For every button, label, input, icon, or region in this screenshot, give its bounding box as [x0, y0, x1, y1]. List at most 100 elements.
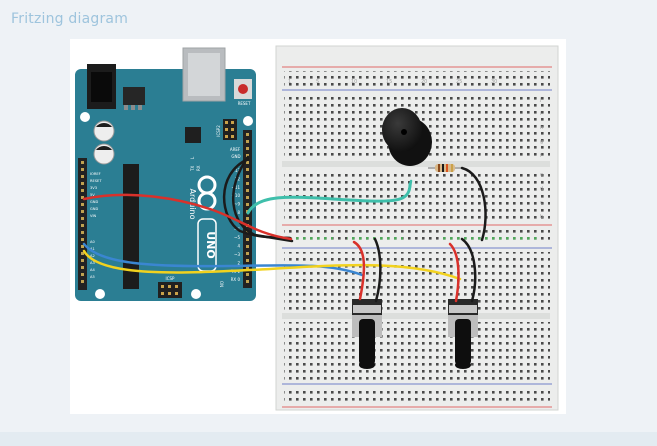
wire-black[interactable]	[231, 155, 294, 243]
header-pin	[246, 133, 249, 136]
header-pin	[246, 203, 249, 206]
header-pin	[246, 217, 249, 220]
row-letter: e	[540, 172, 543, 178]
digital-pin-label: 8	[237, 210, 240, 215]
digital-pin-label: ~5	[234, 235, 240, 240]
power-pin-label: 5V	[90, 193, 95, 197]
header-pin	[246, 252, 249, 255]
header-pin	[246, 273, 249, 276]
column-number: 25	[456, 79, 462, 85]
row-letter: b	[540, 214, 543, 220]
column-number: 15	[386, 79, 392, 85]
header-pin	[246, 140, 249, 143]
header-pin	[81, 266, 84, 269]
row-letter: d	[540, 186, 543, 192]
header-pin	[81, 252, 84, 255]
digital-pin-label: 13	[235, 168, 241, 173]
header-pin	[246, 175, 249, 178]
potentiometer-right	[448, 299, 478, 369]
footer-bar	[0, 432, 657, 446]
icsp-label: ICSP	[166, 276, 176, 281]
power-pin-label: GND	[90, 207, 98, 211]
row-letter: c	[540, 200, 543, 206]
aref-label: AREF	[230, 147, 241, 152]
column-number: 20	[421, 79, 427, 85]
row-letter: f	[540, 153, 542, 159]
column-number: 30	[491, 79, 497, 85]
analog-pin-label: A1	[90, 247, 95, 251]
power-pin-label: 3V3	[90, 186, 97, 190]
resistor	[428, 164, 462, 172]
header-pin	[81, 189, 84, 192]
header-pin	[81, 161, 84, 164]
header-pin	[246, 259, 249, 262]
header-pin	[81, 280, 84, 283]
wire-teal[interactable]	[246, 182, 412, 215]
wire-black[interactable]	[460, 237, 477, 303]
column-number: 10	[351, 79, 357, 85]
diagram-frame: 1 5 10 15 20 25 30 j i h g f e d c b	[70, 39, 566, 414]
row-letter: i	[540, 111, 541, 117]
column-number: 5	[316, 79, 319, 85]
wire-red[interactable]	[352, 240, 366, 301]
header-pin	[246, 238, 249, 241]
row-letter: h	[540, 125, 543, 131]
power-pin-label: GND	[90, 200, 98, 204]
reset-label: RESET	[238, 101, 251, 106]
analog-pin-label: A3	[90, 261, 95, 265]
header-pin	[81, 196, 84, 199]
power-pin-label: RESET	[90, 179, 102, 183]
power-pin-label: VIN	[90, 214, 97, 218]
gnd-label: GND	[231, 154, 240, 159]
header-pin	[246, 189, 249, 192]
analog-pin-label: A5	[90, 275, 95, 279]
column-number: 1	[288, 79, 291, 85]
header-pin	[81, 217, 84, 220]
wire-yellow[interactable]	[82, 249, 462, 281]
wire-teal[interactable]	[408, 179, 413, 189]
header-pin	[81, 245, 84, 248]
header-pin	[246, 182, 249, 185]
header-pin	[246, 280, 249, 283]
wire-blue[interactable]	[82, 242, 364, 277]
header-pin	[81, 259, 84, 262]
circuit-diagram: 1 5 10 15 20 25 30 j i h g f e d c b	[75, 45, 559, 411]
digital-pin-label: 4	[237, 244, 240, 249]
digital-pin-label: RX 0	[231, 277, 241, 282]
header-pin	[246, 168, 249, 171]
header-pin	[81, 182, 84, 185]
row-letter: j	[539, 97, 541, 103]
wire-red[interactable]	[448, 242, 460, 303]
rx-label: RX	[196, 165, 201, 171]
icsp2-label: ICSP2	[216, 125, 221, 137]
digital-pin-label: 2	[237, 260, 240, 265]
analog-pin-label: A2	[90, 254, 95, 258]
wire-red[interactable]	[82, 193, 293, 241]
wire-black[interactable]	[373, 237, 382, 303]
header-pin	[81, 224, 84, 227]
page-title: Fritzing diagram	[11, 11, 129, 27]
header-pin	[81, 210, 84, 213]
digital-pin-label: ~10	[232, 193, 241, 198]
header-pin	[246, 161, 249, 164]
power-pin-label: IOREF	[90, 172, 101, 176]
header-pin	[81, 175, 84, 178]
header-pin	[246, 154, 249, 157]
header-pin	[81, 203, 84, 206]
header-pin	[246, 147, 249, 150]
header-pin	[246, 245, 249, 248]
header-pin	[246, 266, 249, 269]
digital-pin-label: ~11	[232, 185, 241, 190]
digital-pin-label: ~3	[234, 252, 240, 257]
analog-pin-label: A4	[90, 268, 95, 272]
piezo-buzzer	[382, 108, 432, 166]
tx-label: TX	[190, 166, 195, 172]
l-label: L	[190, 156, 195, 159]
header-pin	[81, 231, 84, 234]
analog-pin-label: A0	[90, 240, 95, 244]
header-pin	[81, 273, 84, 276]
wire-black[interactable]	[460, 166, 487, 242]
on-label: ON	[219, 281, 224, 287]
row-letter: g	[540, 139, 543, 145]
header-pin	[246, 196, 249, 199]
